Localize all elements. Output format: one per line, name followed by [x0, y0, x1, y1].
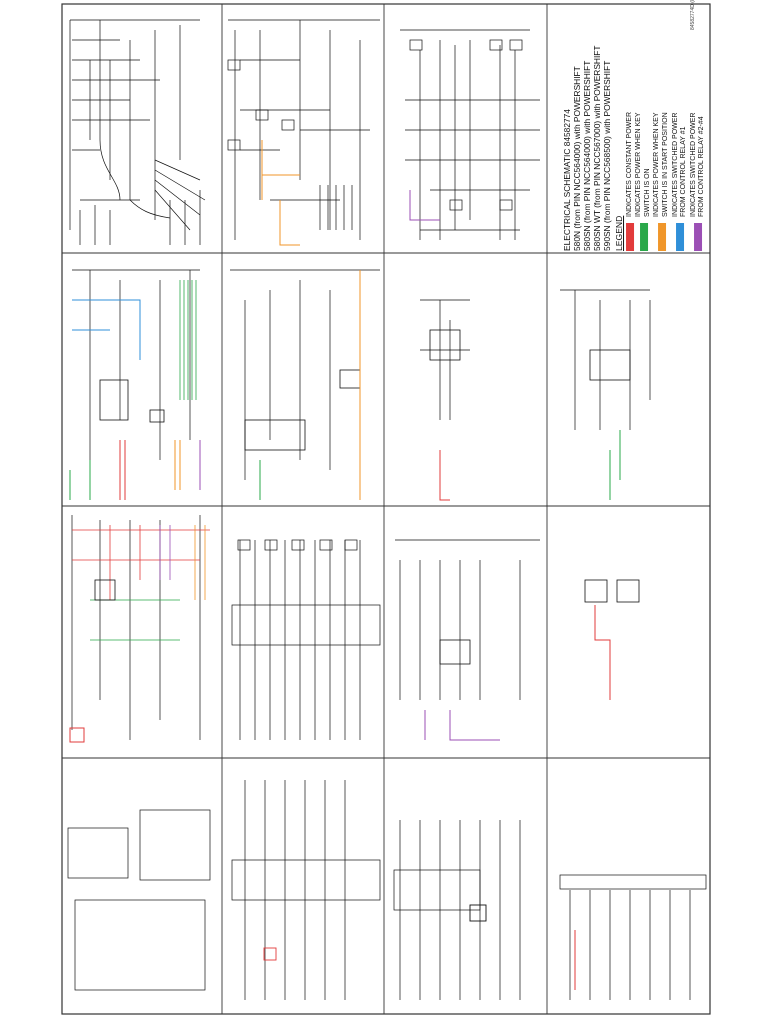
legend-heading: LEGEND — [613, 215, 624, 251]
legend-block: ELECTRICAL SCHEMATIC 84582774 580N (from… — [562, 38, 707, 253]
legend-item: INDICATES POWER WHEN KEY SWITCH IS ON — [635, 41, 652, 251]
legend-item-label: SWITCH IS IN START POSITION — [661, 111, 669, 217]
legend-item-label: INDICATES POWER WHEN KEY — [634, 112, 642, 217]
panel-row3-col2 — [231, 539, 381, 740]
legend-item-label: SWITCH IS ON — [643, 167, 651, 217]
panel-row4-col2 — [231, 780, 381, 1000]
relay-wire — [409, 190, 440, 221]
legend-items: INDICATES CONSTANT POWER INDICATES POWER… — [625, 41, 706, 251]
title-line: 580SN (from PIN NCC564000) with POWERSHI… — [581, 60, 592, 251]
legend-item-label: INDICATES CONSTANT POWER — [625, 111, 633, 217]
title-line: 590SN (from PIN NCC568500) with POWERSHI… — [601, 60, 612, 251]
panel-row2-col1 — [69, 269, 201, 500]
legend-swatch — [657, 222, 666, 251]
panel-row3-col1 — [69, 515, 210, 743]
legend-item: INDICATES POWER WHEN KEY SWITCH IS IN ST… — [653, 41, 670, 251]
panel-row3-col4 — [584, 579, 640, 700]
legend-text: ELECTRICAL SCHEMATIC 84582774 580N (from… — [562, 41, 708, 251]
panel-row4-col3 — [393, 820, 521, 1000]
legend-swatch — [639, 222, 648, 251]
legend-swatch — [693, 222, 702, 251]
legend-item-label: INDICATES SWITCHED POWER — [671, 112, 679, 217]
panel-harness-overview — [69, 19, 206, 245]
legend-item-label: INDICATES POWER WHEN KEY — [652, 112, 660, 217]
panel-row4-col1-panel-illustration — [67, 809, 211, 991]
title-line: ELECTRICAL SCHEMATIC 84582774 — [561, 108, 572, 251]
panel-row2-col3 — [420, 299, 470, 501]
start-wire — [261, 140, 300, 246]
legend-item-label: FROM CONTROL RELAY #2-#4 — [697, 115, 705, 217]
legend-item: INDICATES SWITCHED POWER FROM CONTROL RE… — [689, 41, 706, 251]
legend-item: INDICATES SWITCHED POWER FROM CONTROL RE… — [671, 41, 688, 251]
panel-row1-col3 — [400, 29, 540, 240]
legend-item-label: FROM CONTROL RELAY #1 — [679, 125, 687, 217]
panel-row4-col4 — [559, 874, 707, 1000]
schematic-title: ELECTRICAL SCHEMATIC 84582774 580N (from… — [562, 41, 612, 251]
sheet-border — [61, 3, 711, 1015]
legend-item-label: INDICATES SWITCHED POWER — [689, 112, 697, 217]
panel-row2-col4 — [560, 289, 651, 500]
document-number: 84582774D (02) — [690, 0, 696, 30]
legend-item: INDICATES CONSTANT POWER — [625, 41, 634, 251]
panel-row2-col2 — [230, 269, 380, 500]
legend-swatch — [625, 222, 634, 251]
panel-row3-col3 — [395, 539, 540, 741]
legend-swatch — [675, 222, 684, 251]
panel-row1-col2 — [227, 19, 380, 240]
title-line: 580SN WT (from PIN NCC567000) with POWER… — [591, 44, 602, 251]
title-line: 580N (from PIN NCC564000) with POWERSHIF… — [571, 65, 582, 251]
